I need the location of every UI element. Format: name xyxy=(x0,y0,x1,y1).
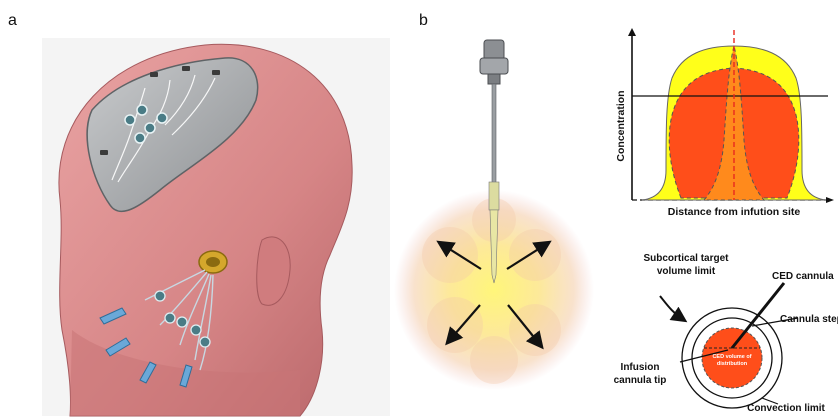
gold-connector xyxy=(199,251,227,273)
target-arrow-icon xyxy=(660,296,684,320)
cannula-step xyxy=(489,182,499,210)
cannula-shaft xyxy=(492,84,496,184)
clip-icon xyxy=(182,66,190,71)
port-icon xyxy=(137,105,147,115)
ced-schematic: Subcortical target volume limit CED cann… xyxy=(614,253,838,414)
cannula-hub xyxy=(480,40,508,84)
clip-icon xyxy=(212,70,220,75)
panel-b-letter: b xyxy=(419,12,428,29)
head-illustration xyxy=(42,38,390,416)
ced-volume-label-line1: CED volume of xyxy=(712,354,751,360)
concentration-plot: Concentration Distance from infution sit… xyxy=(615,28,834,218)
panel-a-letter: a xyxy=(8,12,17,29)
clip-icon xyxy=(100,150,108,155)
infusion-label-line2: cannula tip xyxy=(614,375,667,386)
x-axis-arrow-icon xyxy=(826,197,834,203)
convection-limit-label: Convection limit xyxy=(747,403,825,414)
clip-icon xyxy=(150,72,158,77)
connector-icon xyxy=(191,325,201,335)
port-icon xyxy=(145,123,155,133)
connector-icon xyxy=(155,291,165,301)
cannula-step-label: Cannula step xyxy=(780,314,838,325)
y-axis-arrow-icon xyxy=(628,28,636,36)
ced-volume-label-line2: distribution xyxy=(717,361,748,367)
port-icon xyxy=(135,133,145,143)
ced-cannula-label: CED cannula xyxy=(772,271,834,282)
panel-a: a xyxy=(8,12,390,416)
cannula-infusion-illustration xyxy=(394,40,594,390)
x-axis-label: Distance from infution site xyxy=(668,206,801,218)
y-axis-label: Concentration xyxy=(615,90,627,161)
port-icon xyxy=(125,115,135,125)
panel-b: b xyxy=(394,12,838,414)
target-label-line1: Subcortical target xyxy=(643,253,729,264)
port-icon xyxy=(157,113,167,123)
infusion-label-line1: Infusion xyxy=(621,362,660,373)
target-label-line2: volume limit xyxy=(657,266,716,277)
connector-icon xyxy=(177,317,187,327)
connector-icon xyxy=(200,337,210,347)
connector-icon xyxy=(165,313,175,323)
